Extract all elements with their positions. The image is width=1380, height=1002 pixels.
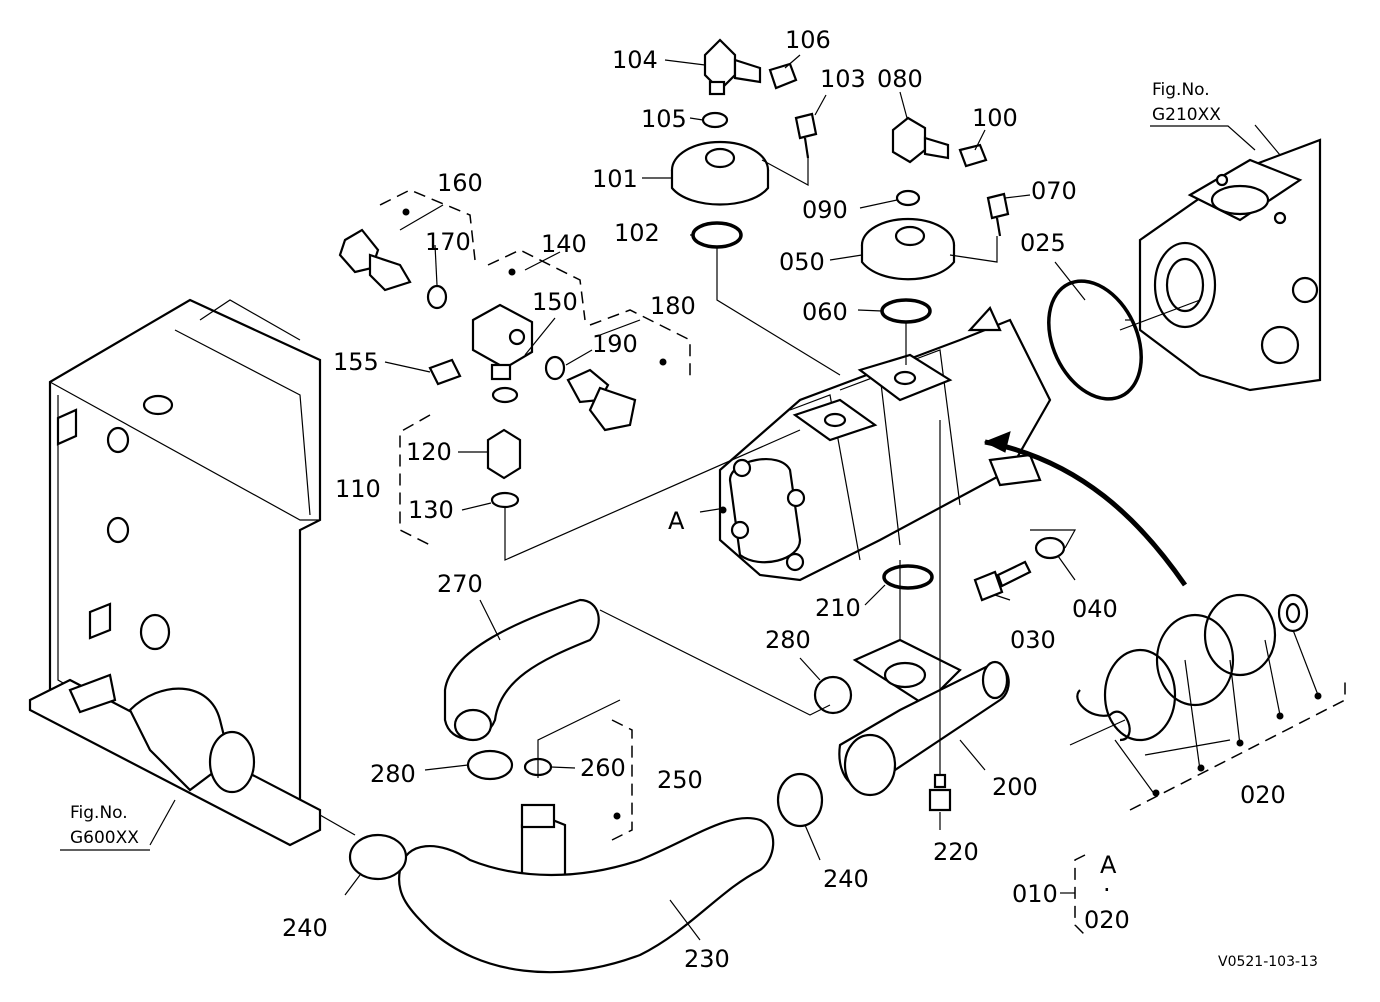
callout-101: 101 xyxy=(592,165,638,193)
bolt-103 xyxy=(794,112,818,159)
fig-label-bottom: Fig.No. xyxy=(70,803,128,823)
callout-220: 220 xyxy=(933,838,979,866)
callout-155: 155 xyxy=(333,348,379,376)
hose-230 xyxy=(397,817,775,974)
fitting-220 xyxy=(928,773,952,812)
callout-A: A xyxy=(668,507,685,535)
plug-155 xyxy=(428,358,462,386)
callout-050: 050 xyxy=(779,248,825,276)
plug-100 xyxy=(958,143,988,168)
callout-106: 106 xyxy=(785,26,831,54)
transmission-assembly xyxy=(1138,138,1322,392)
fig-ref-g600xx: G600XX xyxy=(70,828,139,848)
callout-240-right: 240 xyxy=(823,865,869,893)
fitting-180 xyxy=(566,368,637,432)
callout-280-lower: 280 xyxy=(370,760,416,788)
callout-070: 070 xyxy=(1031,177,1077,205)
callout-140: 140 xyxy=(541,230,587,258)
callout-260: 260 xyxy=(580,754,626,782)
callout-170: 170 xyxy=(425,228,471,256)
callout-180: 180 xyxy=(650,292,696,320)
group-brackets xyxy=(379,189,1346,936)
callout-200: 200 xyxy=(992,773,1038,801)
callout-104: 104 xyxy=(612,46,658,74)
callout-labels: 104 106 103 080 100 105 101 102 090 070 … xyxy=(282,26,1286,973)
o-ring-102 xyxy=(691,221,743,249)
flange-050 xyxy=(860,217,956,281)
fitting-160 xyxy=(338,228,412,292)
callout-102: 102 xyxy=(614,219,660,247)
callout-080: 080 xyxy=(877,65,923,93)
fitting-104 xyxy=(703,38,762,96)
figure-reference-bottom-left: Fig.No. G600XX xyxy=(60,803,150,851)
range-end-label: 020 xyxy=(1084,906,1130,934)
adapter-120 xyxy=(486,428,522,480)
callout-210: 210 xyxy=(815,594,861,622)
callout-250: 250 xyxy=(657,766,703,794)
o-ring-060 xyxy=(880,298,932,324)
callout-040: 040 xyxy=(1072,595,1118,623)
callout-110: 110 xyxy=(335,475,381,503)
callout-105: 105 xyxy=(641,105,687,133)
callout-020: 020 xyxy=(1240,781,1286,809)
callout-150: 150 xyxy=(532,288,578,316)
callout-130: 130 xyxy=(408,496,454,524)
bolt-070 xyxy=(986,192,1010,237)
callout-230: 230 xyxy=(684,945,730,973)
clamp-240-left xyxy=(348,833,408,881)
o-ring-150 xyxy=(491,386,519,404)
o-ring-130 xyxy=(490,491,520,509)
callout-270: 270 xyxy=(437,570,483,598)
flange-pipe-200 xyxy=(838,638,1010,797)
callout-240-left: 240 xyxy=(282,914,328,942)
o-ring-210 xyxy=(882,564,934,590)
seal-kit-020 xyxy=(1076,593,1309,742)
fig-ref-g210xx: G210XX xyxy=(1152,105,1221,125)
figure-reference-top-right: Fig.No. G210XX xyxy=(1150,80,1256,151)
bolt-030 xyxy=(973,560,1032,602)
hydraulic-pump xyxy=(718,306,1052,582)
callout-190: 190 xyxy=(592,330,638,358)
washer-040 xyxy=(1034,536,1066,560)
o-ring-190 xyxy=(544,355,566,381)
arrow-head xyxy=(983,431,1011,453)
hydraulic-tank xyxy=(28,298,322,847)
flange-101 xyxy=(670,140,770,206)
callout-160: 160 xyxy=(437,169,483,197)
callout-025: 025 xyxy=(1020,229,1066,257)
arrow-to-pump xyxy=(984,439,1188,587)
clamp-280-lower xyxy=(466,749,514,781)
o-ring-090 xyxy=(895,189,921,207)
fitting-080 xyxy=(891,116,950,164)
drawing-code: V0521-103-13 xyxy=(1218,954,1318,970)
range-start-label: A xyxy=(1100,851,1117,879)
range-dot: · xyxy=(1103,876,1111,904)
hose-270-end xyxy=(453,708,493,742)
fig-label-top: Fig.No. xyxy=(1152,80,1210,100)
callout-103: 103 xyxy=(820,65,866,93)
o-ring-170 xyxy=(426,284,448,310)
block-140 xyxy=(471,303,534,381)
callout-100: 100 xyxy=(972,104,1018,132)
callout-030: 030 xyxy=(1010,626,1056,654)
callout-120: 120 xyxy=(406,438,452,466)
callout-060: 060 xyxy=(802,298,848,326)
o-ring-105 xyxy=(701,111,729,129)
callout-280-upper: 280 xyxy=(765,626,811,654)
reference-dots xyxy=(402,208,1322,820)
callout-090: 090 xyxy=(802,196,848,224)
o-ring-025 xyxy=(1047,279,1143,401)
clamp-240-right xyxy=(776,772,824,828)
leader-lines xyxy=(149,54,1319,941)
clamp-280-upper xyxy=(813,675,853,715)
plug-106 xyxy=(768,62,798,90)
callout-010: 010 xyxy=(1012,880,1058,908)
